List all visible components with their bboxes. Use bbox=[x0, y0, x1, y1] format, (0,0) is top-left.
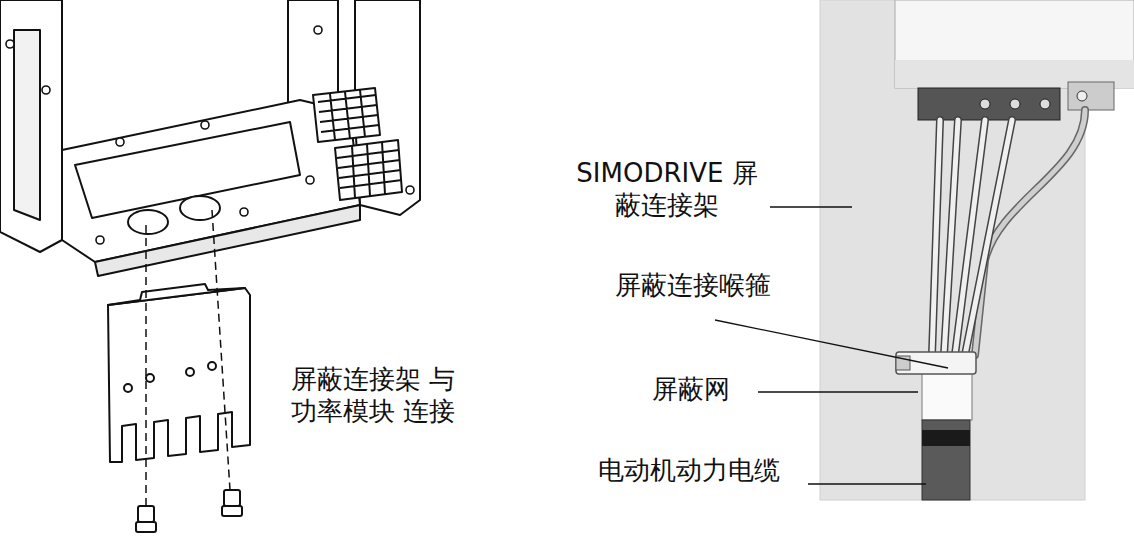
bracket-label: 屏蔽连接架 与功率模块 连接 bbox=[280, 364, 466, 427]
cable-label: 电动机动力电缆 bbox=[574, 455, 804, 487]
bracket-label: SIMODRIVE 屏蔽连接架 bbox=[572, 158, 762, 221]
clamp-label: 屏蔽连接喉箍 bbox=[578, 270, 808, 302]
shield-label: 屏蔽网 bbox=[630, 374, 752, 406]
